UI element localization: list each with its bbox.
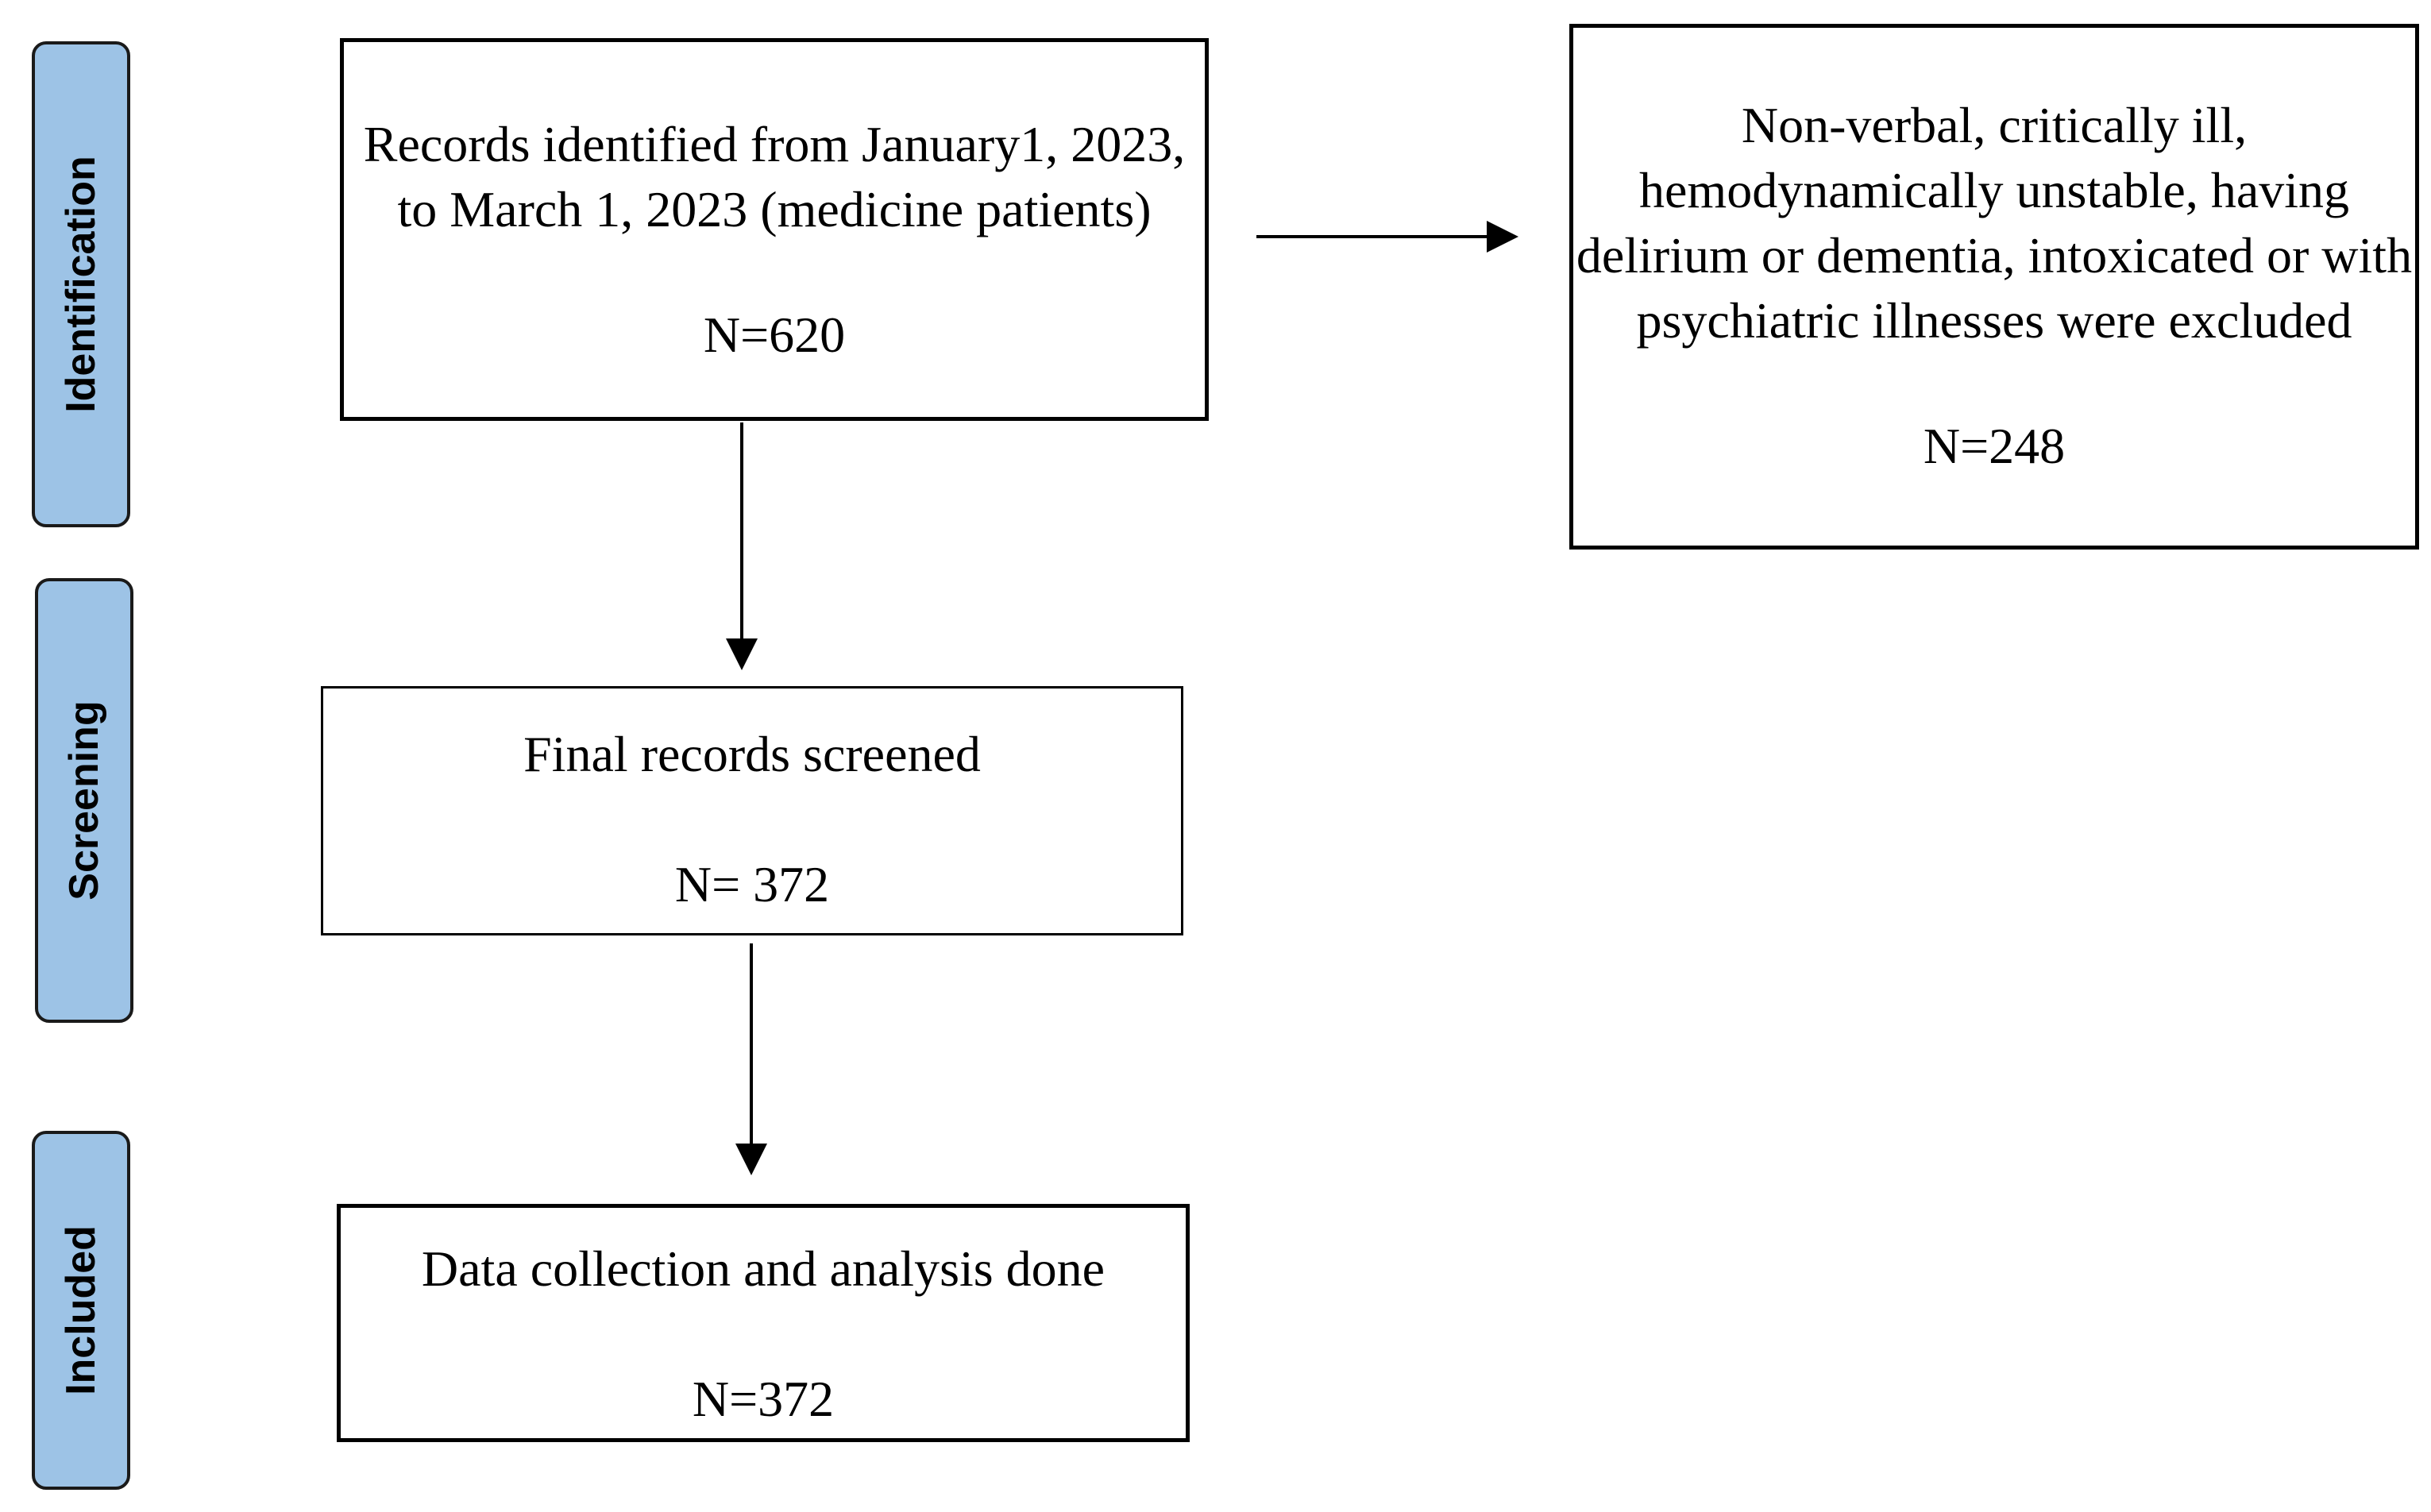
records-screened-box: Final records screened N= 372 [321, 686, 1183, 935]
stage-label-screening-text: Screening [61, 700, 107, 901]
stage-label-identification-text: Identification [58, 156, 104, 413]
stage-label-included: Included [32, 1131, 130, 1490]
stage-label-included-text: Included [58, 1225, 104, 1395]
records-included-box: Data collection and analysis done N=372 [337, 1204, 1190, 1442]
records-identified-text: Records identified from January1, 2023, … [363, 116, 1186, 237]
records-included-count: N=372 [692, 1371, 835, 1427]
records-identified-count: N=620 [703, 307, 846, 363]
records-excluded-box: Non-verbal, critically ill, hemodynamica… [1569, 24, 2419, 550]
records-included-text: Data collection and analysis done [421, 1240, 1106, 1297]
stage-label-screening: Screening [35, 578, 133, 1023]
records-excluded-text: Non-verbal, critically ill, hemodynamica… [1576, 97, 2413, 349]
records-identified-box: Records identified from January1, 2023, … [340, 38, 1209, 421]
records-screened-count: N= 372 [674, 856, 830, 912]
records-excluded-count: N=248 [1923, 418, 2066, 474]
stage-label-identification: Identification [32, 41, 130, 527]
records-screened-text: Final records screened [523, 726, 981, 782]
